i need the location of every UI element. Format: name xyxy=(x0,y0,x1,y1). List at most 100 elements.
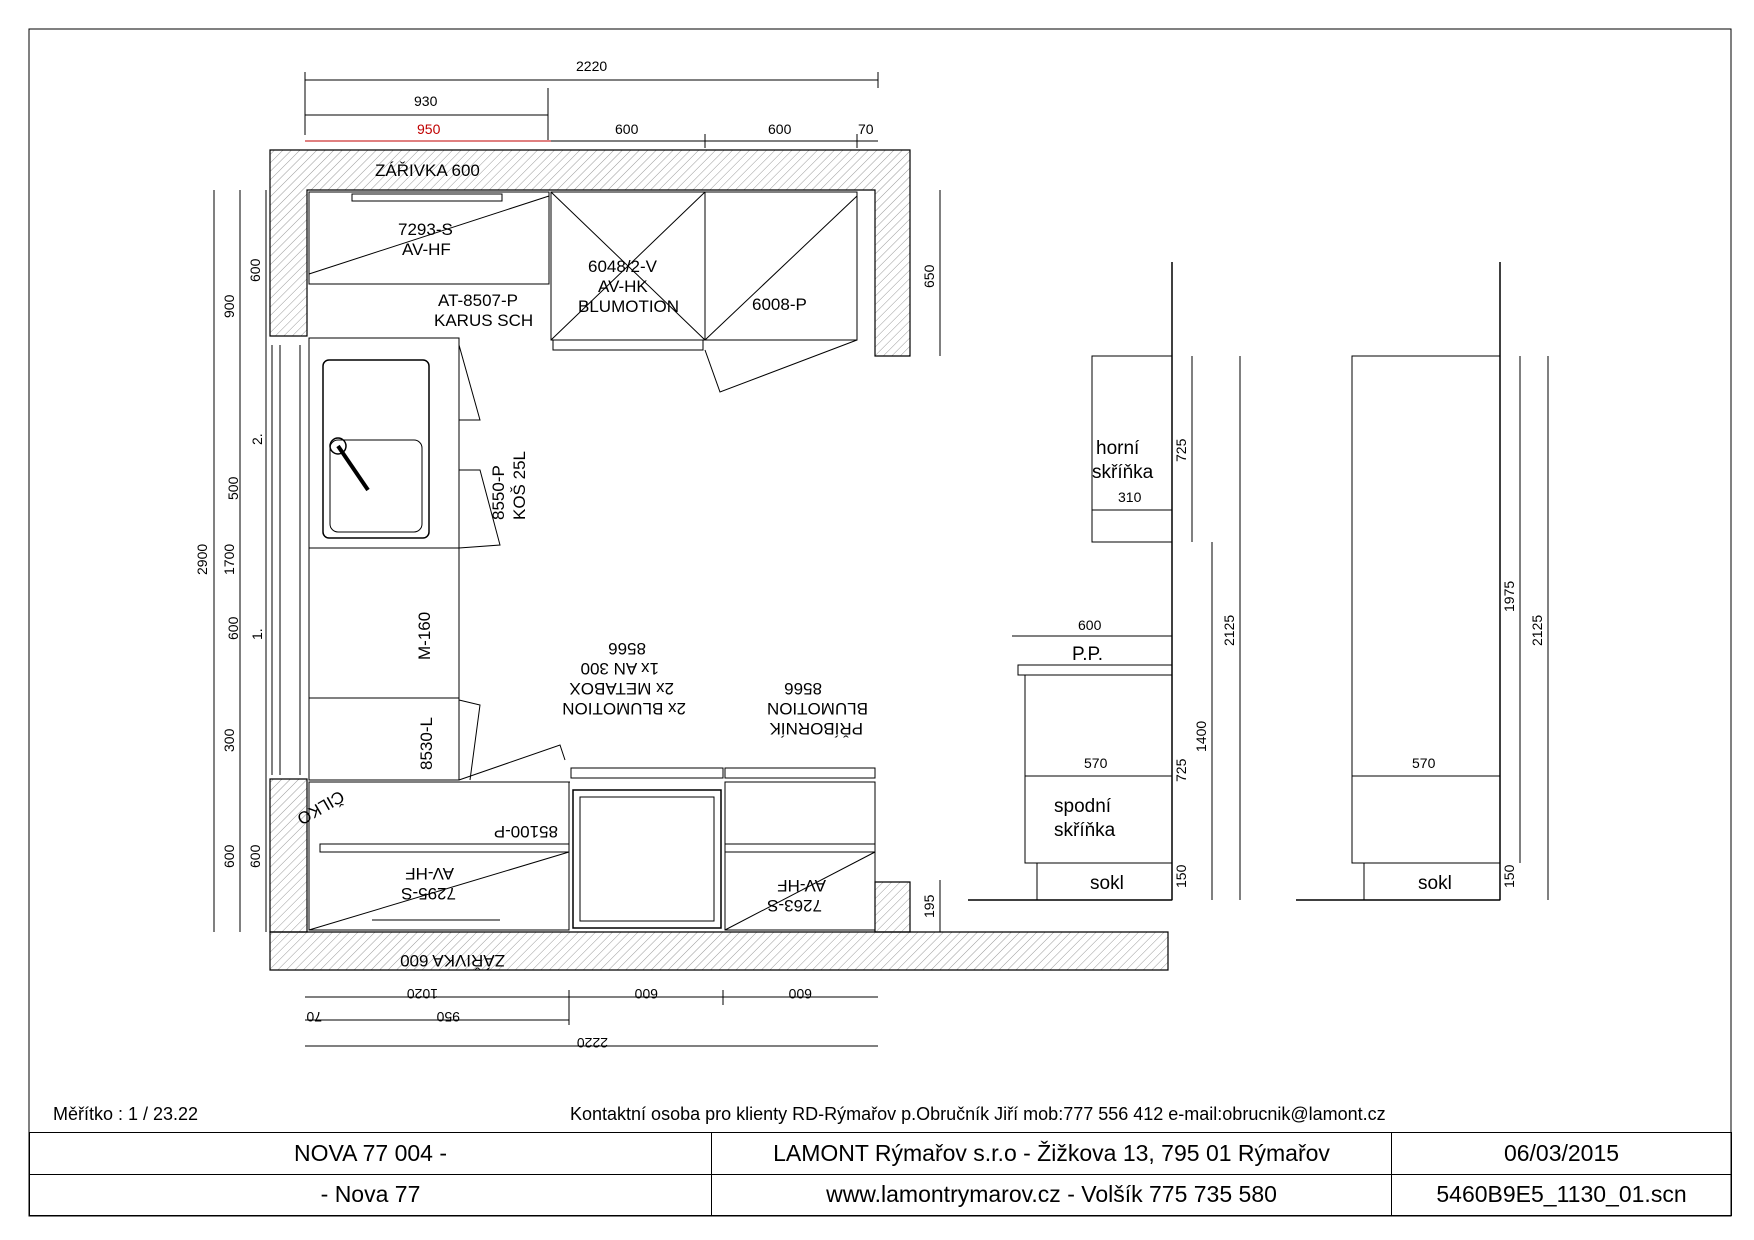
label-cab-8530: 8530-L xyxy=(417,717,436,770)
dim-1975: 1975 xyxy=(1501,581,1517,612)
title-project-code: NOVA 77 004 - xyxy=(29,1132,712,1175)
dim-1400: 1400 xyxy=(1193,721,1209,752)
plinth-2 xyxy=(1363,862,1501,901)
wall-right-lower xyxy=(874,881,911,933)
title-project-name: - Nova 77 xyxy=(29,1173,712,1216)
plinth xyxy=(1036,862,1173,901)
sink-bowl xyxy=(322,359,430,539)
label-cab-6048-blum: BLUMOTION xyxy=(578,297,679,316)
cabinet-7295 xyxy=(308,781,570,931)
label-cab-6048: 6048/2-V xyxy=(588,257,658,276)
label-cab-7293: 7293-S xyxy=(398,220,453,239)
label-cab-8550: 8550-P xyxy=(489,465,508,520)
title-block: NOVA 77 004 - LAMONT Rýmařov s.r.o - Žiž… xyxy=(29,1132,1732,1216)
label-cab-7263: 7263-S xyxy=(767,896,822,915)
dim-310: 310 xyxy=(1118,489,1142,505)
dim-bot-70: 70 xyxy=(306,1009,322,1025)
wall-left-lower xyxy=(269,778,308,933)
note-metabox: 2x METABOX xyxy=(569,679,674,698)
label-sokl-1: sokl xyxy=(1090,873,1124,894)
drawing-frame xyxy=(28,28,1732,1217)
label-zarivka-top: ZÁŘIVKA 600 xyxy=(375,161,480,180)
dishwasher xyxy=(572,789,722,929)
walls xyxy=(269,149,1169,971)
cabinets xyxy=(271,191,876,931)
cabinet-7263 xyxy=(724,781,876,931)
title-file: 5460B9E5_1130_01.scn xyxy=(1391,1173,1732,1216)
label-hood-at: AT-8507-P xyxy=(438,291,518,310)
faucet xyxy=(329,437,347,455)
label-spodni: spodní xyxy=(1054,796,1112,817)
dim-right-195: 195 xyxy=(921,894,937,918)
title-website: www.lamontrymarov.cz - Volšík 775 735 58… xyxy=(711,1173,1392,1216)
dim-150-2: 150 xyxy=(1501,864,1517,888)
note-blumotion: BLUMOTION xyxy=(767,699,868,718)
label-section-2: 2. xyxy=(249,433,265,445)
label-cab-7263-av: AV-HF xyxy=(777,876,826,895)
label-zarivka-bottom: ZÁŘIVKA 600 xyxy=(400,951,505,970)
dim-725-top: 725 xyxy=(1173,438,1189,462)
label-skrinka-bottom: skříňka xyxy=(1054,820,1116,841)
note-8566-b: 8566 xyxy=(784,679,822,698)
scale-label: Měřítko : 1 / 23.22 xyxy=(53,1104,199,1124)
label-skrinka-top: skříňka xyxy=(1092,462,1154,483)
cabinet-m160 xyxy=(308,547,460,699)
dim-right-650: 650 xyxy=(921,264,937,288)
dim-top-950: 950 xyxy=(417,121,441,137)
label-cab-7295: 7295-S xyxy=(401,884,456,903)
dim-bot-600a: 600 xyxy=(634,986,658,1002)
dim-left-500: 500 xyxy=(225,476,241,500)
dim-left-1700: 1700 xyxy=(221,544,237,575)
dim-2125-2: 2125 xyxy=(1529,615,1545,646)
dim-top-600b: 600 xyxy=(768,121,792,137)
elevation-2: 570 sokl 1975 150 2125 xyxy=(1296,262,1549,901)
dim-top-600a: 600 xyxy=(615,121,639,137)
dim-bot-600b: 600 xyxy=(788,986,812,1002)
dim-left-600-mid: 600 xyxy=(225,616,241,640)
dim-left-600-top: 600 xyxy=(247,258,263,282)
label-sokl-2: sokl xyxy=(1418,873,1452,894)
label-hood-karus: KARUS SCH xyxy=(434,311,533,330)
tall-cabinet xyxy=(1351,355,1501,864)
dim-top-70: 70 xyxy=(858,121,874,137)
label-cab-6008: 6008-P xyxy=(752,295,807,314)
note-8566-a: 8566 xyxy=(608,639,646,658)
cabinet-8530 xyxy=(308,697,460,781)
dim-150: 150 xyxy=(1173,864,1189,888)
note-2x-blumotion: 2x BLUMOTION xyxy=(562,699,686,718)
dim-bot-total: 2220 xyxy=(577,1035,608,1051)
dim-600: 600 xyxy=(1078,617,1102,633)
dim-725-bottom: 725 xyxy=(1173,758,1189,782)
dim-bot-950: 950 xyxy=(436,1009,460,1025)
cabinet-7293 xyxy=(308,191,550,285)
dim-570: 570 xyxy=(1084,755,1108,771)
dim-570-2: 570 xyxy=(1412,755,1436,771)
upper-cabinet xyxy=(1091,355,1173,543)
label-cab-7293-av: AV-HF xyxy=(402,240,451,259)
title-date: 06/03/2015 xyxy=(1391,1132,1732,1175)
dim-left-2900: 2900 xyxy=(194,544,210,575)
dim-left-900: 900 xyxy=(221,294,237,318)
dim-left-600-low: 600 xyxy=(247,844,263,868)
label-cab-kos: KOŠ 25L xyxy=(510,451,529,520)
wall-top-right xyxy=(269,149,911,357)
dim-top-930: 930 xyxy=(414,93,438,109)
dim-2125: 2125 xyxy=(1221,615,1237,646)
title-company: LAMONT Rýmařov s.r.o - Žižkova 13, 795 0… xyxy=(711,1132,1392,1175)
note-pribornik: PŘÍBORNÍK xyxy=(769,719,863,738)
label-pp: P.P. xyxy=(1072,644,1103,665)
elevation-1: horní skříňka 310 600 P.P. 570 spodní sk… xyxy=(968,262,1241,901)
wall-bottom xyxy=(269,931,1169,971)
contact-line: Kontaktní osoba pro klienty RD-Rýmařov p… xyxy=(570,1104,1386,1124)
dim-top-total: 2220 xyxy=(576,58,607,74)
note-an300: 1x AN 300 xyxy=(581,659,659,678)
worktop xyxy=(1017,664,1173,676)
label-m160: M-160 xyxy=(415,612,434,660)
dim-left-300: 300 xyxy=(221,728,237,752)
cabinet-6008 xyxy=(704,191,858,341)
label-horni: horní xyxy=(1096,438,1140,459)
label-section-1: 1. xyxy=(249,628,265,640)
label-cab-85100: 85100-P xyxy=(494,822,558,841)
label-cab-7295-av: AV-HF xyxy=(405,864,454,883)
